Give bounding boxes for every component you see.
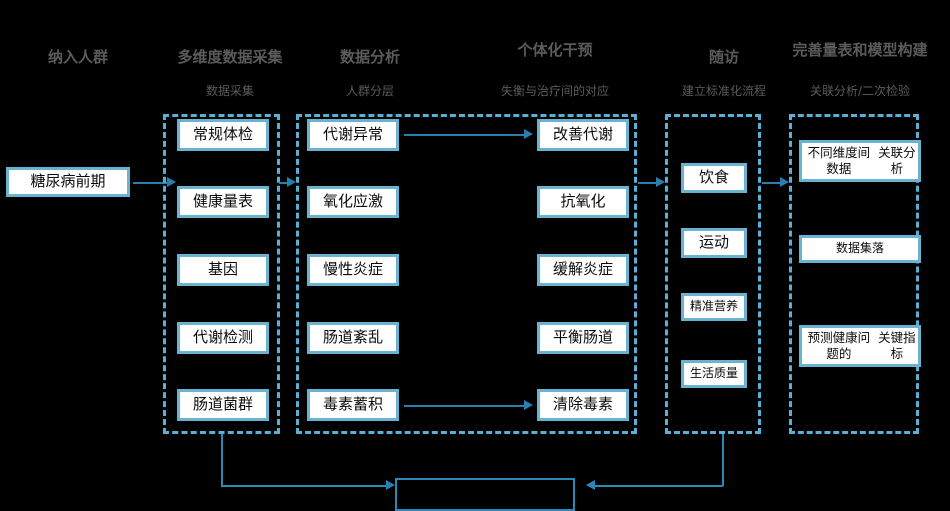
stage-container-model-building: [789, 114, 919, 434]
stage-title-5: 随访: [708, 48, 739, 66]
node-chronic-inflammation[interactable]: 慢性炎症: [307, 254, 399, 286]
stage-container-collection: [163, 114, 280, 434]
feedback-summary-box[interactable]: [395, 478, 575, 511]
arrow-right-icon: [524, 400, 533, 410]
arrow-left-icon: [586, 480, 595, 490]
arrow-right-icon: [167, 177, 176, 187]
connector-toxin-to-clear: [404, 405, 526, 407]
stage-title-6: 完善量表和模型构建: [792, 41, 928, 59]
stage-subtitle-4: 失衡与治疗间的对应: [500, 84, 609, 98]
node-oxidative-stress[interactable]: 氧化应激: [307, 186, 399, 218]
stage-container-analysis-intervention: [296, 114, 637, 434]
stage-title-1: 纳入人群: [47, 48, 108, 66]
node-gut-dysbiosis[interactable]: 肠道紊乱: [307, 322, 399, 354]
arrow-right-icon: [780, 177, 789, 187]
node-precision-nutrition[interactable]: 精准营养: [681, 293, 747, 321]
node-toxin-accumulation[interactable]: 毒素蓄积: [307, 389, 399, 421]
node-gene[interactable]: 基因: [177, 254, 269, 286]
stage-subtitle-6: 关联分析/二次检验: [809, 84, 911, 98]
node-metabolic-test[interactable]: 代谢检测: [177, 322, 269, 354]
node-relieve-inflammation[interactable]: 缓解炎症: [537, 254, 629, 286]
node-key-predictive-indicator[interactable]: 预测健康问题的关键指标: [799, 325, 921, 367]
node-clear-toxins[interactable]: 清除毒素: [537, 389, 629, 421]
connector-stage5-to-stage6: [762, 182, 784, 184]
connector-stage1-to-stage2: [133, 182, 169, 184]
node-cross-dimension-correlation[interactable]: 不同维度间数据关联分析: [799, 140, 921, 182]
arrow-right-icon: [386, 480, 395, 490]
arrow-right-icon: [524, 129, 533, 139]
node-exercise[interactable]: 运动: [681, 228, 747, 258]
stage-title-2: 多维度数据采集: [177, 48, 283, 66]
feedback-line-right-vertical: [722, 434, 724, 486]
connector-metabolic-to-improve: [404, 134, 526, 136]
stage-subtitle-2: 数据采集: [205, 84, 254, 98]
node-metabolic-abnormality[interactable]: 代谢异常: [307, 119, 399, 151]
feedback-line-right-horizontal: [592, 485, 723, 487]
feedback-line-left-horizontal: [221, 485, 388, 487]
stage-title-3: 数据分析: [339, 48, 400, 66]
node-diet[interactable]: 饮食: [681, 163, 747, 193]
node-health-scale[interactable]: 健康量表: [177, 186, 269, 218]
feedback-line-left-vertical: [221, 434, 223, 486]
node-quality-of-life[interactable]: 生活质量: [681, 360, 747, 388]
connector-stage4-to-stage5: [638, 182, 660, 184]
arrow-right-icon: [287, 177, 296, 187]
node-prediabetes[interactable]: 糖尿病前期: [6, 167, 130, 197]
node-data-cluster[interactable]: 数据集落: [799, 235, 921, 263]
node-routine-checkup[interactable]: 常规体检: [177, 119, 269, 151]
connector-stage2-to-stage3: [279, 182, 289, 184]
node-gut-microbiome[interactable]: 肠道菌群: [177, 389, 269, 421]
node-antioxidation[interactable]: 抗氧化: [537, 186, 629, 218]
arrow-right-icon: [656, 177, 665, 187]
stage-container-followup: [665, 114, 761, 434]
stage-title-4: 个体化干预: [517, 41, 593, 59]
node-balance-gut[interactable]: 平衡肠道: [537, 322, 629, 354]
stage-subtitle-3: 人群分层: [345, 84, 394, 98]
stage-subtitle-5: 建立标准化流程: [681, 84, 766, 98]
node-improve-metabolism[interactable]: 改善代谢: [537, 119, 629, 151]
